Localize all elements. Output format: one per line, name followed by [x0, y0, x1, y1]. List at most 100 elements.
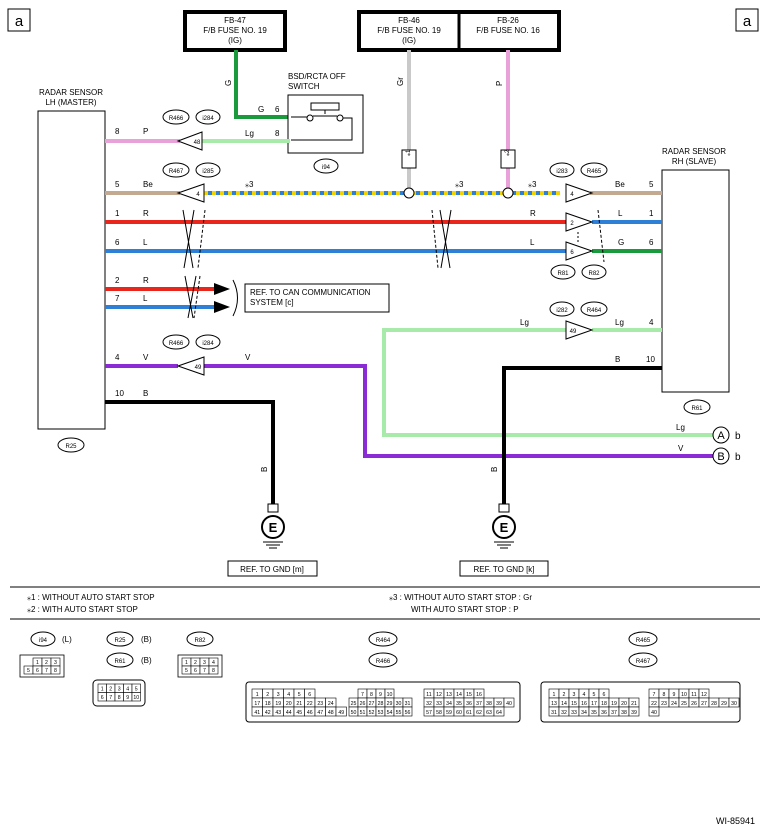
svg-text:25: 25	[351, 701, 357, 707]
svg-text:12: 12	[701, 692, 707, 698]
svg-text:3: 3	[277, 692, 280, 698]
corner-label-left: a	[15, 13, 24, 30]
svg-text:31: 31	[405, 701, 411, 707]
svg-text:8: 8	[370, 692, 373, 698]
svg-text:37: 37	[476, 701, 482, 707]
fuse-fb46-line1: F/B FUSE NO. 19	[377, 26, 441, 35]
svg-text:R25: R25	[114, 638, 126, 644]
gnd-ref-m-box	[227, 560, 318, 577]
wire-lh-10-b	[105, 400, 275, 505]
rh-sensor-title-2: RH (SLAVE)	[672, 157, 717, 166]
svg-text:B: B	[717, 451, 724, 463]
svg-text:49: 49	[338, 710, 344, 716]
svg-text:(L): (L)	[62, 635, 72, 644]
svg-text:R467: R467	[169, 169, 184, 175]
svg-text:1: 1	[185, 660, 188, 666]
svg-text:58: 58	[436, 710, 442, 716]
svg-text:9: 9	[379, 692, 382, 698]
svg-text:R61: R61	[114, 659, 126, 665]
svg-text:38: 38	[621, 710, 627, 716]
svg-text:14: 14	[456, 692, 462, 698]
note-3b: WITH AUTO START STOP : P	[411, 605, 519, 614]
junction-4-right	[565, 183, 594, 203]
svg-text:2: 2	[115, 276, 120, 285]
svg-text:37: 37	[611, 710, 617, 716]
svg-text:64: 64	[496, 710, 502, 716]
svg-text:B: B	[615, 355, 620, 364]
svg-text:R: R	[530, 209, 536, 218]
svg-text:V: V	[245, 353, 251, 362]
junction-48	[176, 131, 203, 151]
svg-text:4: 4	[126, 687, 129, 693]
fuse-fb47-line2: (IG)	[228, 36, 242, 45]
svg-text:1: 1	[649, 209, 654, 218]
svg-text:R466: R466	[169, 116, 184, 122]
svg-text:33: 33	[571, 710, 577, 716]
svg-text:8: 8	[212, 668, 215, 674]
svg-text:3: 3	[573, 692, 576, 698]
svg-text:REF. TO CAN COMMUNICATION: REF. TO CAN COMMUNICATION	[250, 288, 371, 297]
svg-text:29: 29	[721, 701, 727, 707]
svg-text:28: 28	[378, 701, 384, 707]
svg-text:4: 4	[196, 192, 200, 198]
svg-text:6: 6	[308, 692, 311, 698]
svg-text:i285: i285	[202, 169, 214, 175]
svg-text:17: 17	[254, 701, 260, 707]
svg-text:V: V	[143, 353, 149, 362]
fuse-fb46-line2: (IG)	[402, 36, 416, 45]
svg-text:22: 22	[651, 701, 657, 707]
svg-text:i284: i284	[202, 116, 214, 122]
svg-text:5: 5	[649, 180, 654, 189]
svg-text:7: 7	[653, 692, 656, 698]
svg-text:2: 2	[266, 692, 269, 698]
svg-text:Lg: Lg	[615, 318, 624, 327]
corner-label-right: a	[743, 13, 752, 30]
svg-text:33: 33	[436, 701, 442, 707]
note-1: ⁎1 : WITHOUT AUTO START STOP	[27, 593, 155, 602]
junction-2	[565, 212, 594, 232]
wire-rh-10-b	[502, 366, 662, 505]
svg-text:6: 6	[649, 238, 654, 247]
svg-text:B: B	[143, 389, 148, 398]
svg-text:10: 10	[133, 695, 139, 701]
wire-v-to-b	[204, 364, 714, 458]
svg-text:8: 8	[118, 695, 121, 701]
svg-text:V: V	[678, 444, 684, 453]
svg-text:35: 35	[591, 710, 597, 716]
svg-text:24: 24	[671, 701, 677, 707]
svg-text:E: E	[269, 520, 278, 535]
svg-text:42: 42	[265, 710, 271, 716]
svg-text:7: 7	[203, 668, 206, 674]
fuse-fb47-line1: F/B FUSE NO. 19	[203, 26, 267, 35]
svg-text:1: 1	[36, 660, 39, 666]
svg-text:5: 5	[593, 692, 596, 698]
svg-text:Lg: Lg	[676, 423, 685, 432]
svg-text:4: 4	[649, 318, 654, 327]
svg-text:R: R	[143, 209, 149, 218]
svg-text:G: G	[618, 238, 624, 247]
svg-text:L: L	[618, 209, 623, 218]
junction-49-left	[176, 356, 205, 376]
svg-text:R61: R61	[691, 406, 703, 412]
wire-lg-to-a	[382, 328, 714, 437]
svg-text:REF. TO GND [m]: REF. TO GND [m]	[240, 565, 304, 574]
svg-text:3: 3	[54, 660, 57, 666]
svg-text:R81: R81	[557, 271, 569, 277]
svg-text:15: 15	[571, 701, 577, 707]
svg-text:56: 56	[405, 710, 411, 716]
radar-sensor-rh	[661, 169, 730, 393]
svg-text:20: 20	[621, 701, 627, 707]
note-2: ⁎2 : WITH AUTO START STOP	[27, 605, 138, 614]
wire-g-label-2: G	[258, 105, 264, 114]
svg-text:9: 9	[126, 695, 129, 701]
svg-text:1: 1	[553, 692, 556, 698]
note-tag-star2	[500, 149, 516, 169]
fuse-fb47-name: FB-47	[224, 16, 246, 25]
svg-text:Be: Be	[143, 180, 153, 189]
svg-text:39: 39	[631, 710, 637, 716]
ground-symbol-m	[261, 515, 285, 539]
svg-text:6: 6	[603, 692, 606, 698]
svg-text:18: 18	[265, 701, 271, 707]
svg-text:34: 34	[446, 701, 452, 707]
